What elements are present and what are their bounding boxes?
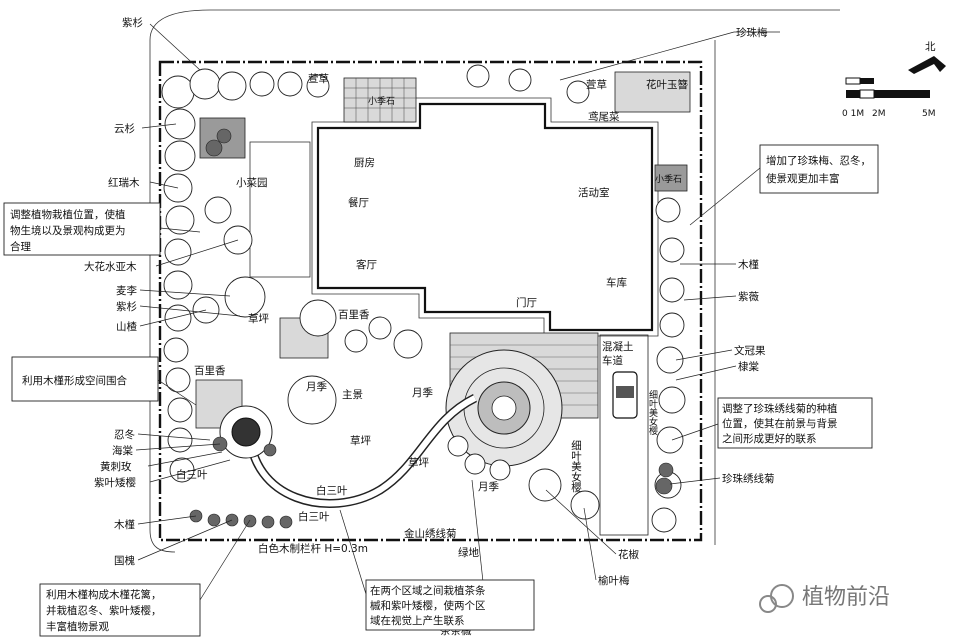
svg-text:合理: 合理 (10, 240, 31, 253)
yueji-label-2: 月季 (478, 481, 499, 493)
plan-labels: 厨房 餐厅 客厅 活动室 车库 门厅 小菜园 混凝土 车道 萱草 萱草 花叶玉簪… (176, 73, 688, 559)
svg-text:利用木槿形成空间围合: 利用木槿形成空间围合 (22, 374, 127, 387)
svg-text:在两个区域之间栽植茶条: 在两个区域之间栽植茶条 (370, 584, 486, 597)
watermark-text: 植物前沿 (802, 585, 890, 610)
callout-dahua: 大花水亚木 (84, 260, 137, 273)
svg-text:并栽植忍冬、紫叶矮樱，: 并栽植忍冬、紫叶矮樱， (46, 604, 162, 617)
xuancao-label-1: 萱草 (308, 73, 329, 85)
baiyisi-label-3: 白三叶 (316, 484, 348, 497)
site-boundary (158, 60, 703, 542)
room-kitchen: 厨房 (354, 156, 375, 169)
callout-lengtang: 棣棠 (738, 360, 759, 373)
room-dining: 餐厅 (348, 196, 369, 209)
baili-label-1: 百里香 (338, 309, 370, 321)
callout-ziyan2: 紫杉 (116, 300, 137, 313)
note-box-left-3: 利用木槿构成木槿花篱， 并栽植忍冬、紫叶矮樱， 丰富植物景观 (39, 519, 251, 637)
note-box-bottom: 在两个区域之间栽植茶条 槭和紫叶矮樱，使两个区 域在视觉上产生联系 (339, 509, 535, 631)
callout-ziyan: 紫杉 (122, 16, 143, 29)
left-callouts: 紫杉 云杉 红瑞木 大花水亚木 麦李 紫杉 山楂 忍冬 海棠 黄刺玫 紫叶矮樱 … (84, 16, 241, 567)
svg-text:槭和紫叶矮樱，使两个区: 槭和紫叶矮樱，使两个区 (370, 599, 486, 612)
note-box-right-2: 调整了珍珠绣线菊的种植 位置，使其在前景与背景 之间形成更好的联系 (671, 397, 873, 449)
callout-guohuai: 国槐 (114, 554, 135, 567)
svg-text:增加了珍珠梅、忍冬，: 增加了珍珠梅、忍冬， (766, 154, 871, 167)
right-small-stone (654, 164, 688, 192)
callout-huangcimei: 黄刺玫 (100, 460, 132, 473)
svg-text:位置，使其在前景与背景: 位置，使其在前景与背景 (722, 417, 838, 430)
zhujing-label: 主景 (342, 389, 363, 401)
note-box-left-2: 利用木槿形成空间围合 (11, 356, 197, 406)
north-arrow: 北 (908, 41, 946, 74)
callout-mujin-left: 木槿 (114, 518, 135, 531)
svg-text:利用木槿构成木槿花篱，: 利用木槿构成木槿花篱， (46, 588, 162, 601)
yueji-label-1: 月季 (412, 387, 433, 399)
callout-shanzha: 山楂 (116, 320, 137, 333)
caoping-label-2: 草坪 (408, 456, 429, 469)
svg-text:丰富植物景观: 丰富植物景观 (46, 620, 109, 633)
callout-yelihuayemei: 榆叶梅 (598, 574, 630, 587)
xiaojishi-label-2: 小季石 (655, 173, 682, 185)
driveway-label: 车道 (602, 354, 623, 367)
shrub-masses (189, 128, 674, 529)
scale-label-0: 0 1M (842, 109, 864, 119)
xuancao-label-2: 萱草 (586, 79, 607, 91)
callout-zhenzhuxiuxianju: 珍珠绣线菊 (722, 472, 775, 485)
room-activity: 活动室 (578, 186, 610, 199)
top-right-planter (614, 71, 691, 113)
callout-rendong: 忍冬 (114, 428, 135, 441)
scale-label-2: 2M (872, 109, 886, 119)
veg-garden-label: 小菜园 (236, 177, 268, 189)
callout-ziyeaiying: 紫叶矮樱 (94, 476, 136, 489)
svg-text:北: 北 (925, 41, 936, 53)
baiyisi-label-1: 白三叶 (176, 468, 208, 481)
callout-wenguanguo: 文冠果 (734, 344, 766, 357)
yueji-label-3: 月季 (306, 381, 327, 393)
fence-label: 白色木制栏杆 H=0.3m (258, 542, 368, 555)
svg-text:调整了珍珠绣线菊的种植: 调整了珍珠绣线菊的种植 (722, 402, 838, 415)
room-entrance: 门厅 (516, 296, 537, 309)
scale-label-5: 5M (922, 109, 936, 119)
jinshan-label: 金山绣线菊 (404, 527, 457, 540)
baiyisi-label-2: 白三叶 (298, 510, 330, 523)
callout-haitang: 海棠 (112, 444, 133, 457)
callout-yuncha: 云杉 (114, 122, 135, 135)
callout-mujin-right: 木槿 (738, 258, 759, 271)
callout-maili: 麦李 (116, 284, 137, 297)
svg-text:使景观更加丰富: 使景观更加丰富 (766, 172, 840, 185)
svg-text:域在视觉上产生联系: 域在视觉上产生联系 (370, 614, 465, 627)
caoping-label-1: 草坪 (350, 434, 371, 447)
caoping-label-3: 草坪 (248, 312, 269, 325)
xiyemeinvying-label-v: 细叶美女樱 (647, 389, 658, 436)
huayeyuzan-label: 花叶玉簪 (646, 78, 688, 91)
veg-garden-bed (249, 141, 311, 278)
callout-huajiao: 花椒 (618, 548, 639, 561)
xiyemeinvying-label: 细叶美女樱 (570, 439, 582, 493)
lvdi-label: 绿地 (458, 546, 479, 559)
scale-bar: 0 1M 2M 5M (842, 77, 936, 119)
baili-label-2: 百里香 (194, 365, 226, 377)
room-garage: 车库 (606, 276, 627, 289)
note-box-right-1: 增加了珍珠梅、忍冬， 使景观更加丰富 (689, 144, 879, 226)
svg-text:之间形成更好的联系: 之间形成更好的联系 (722, 432, 817, 445)
svg-text:物生境以及景观构成更为: 物生境以及景观构成更为 (10, 224, 126, 237)
svg-text:调整植物栽植位置，使植: 调整植物栽植位置，使植 (10, 208, 126, 221)
note-box-left-1: 调整植物栽植位置，使植 物生境以及景观构成更为 合理 (3, 202, 201, 256)
driveway (599, 334, 649, 536)
yidouxue-label: 鸢尾菜 (588, 110, 620, 123)
xiaojishi-label-1: 小季石 (368, 95, 395, 107)
callout-ziwei: 紫薇 (738, 291, 759, 303)
room-living: 客厅 (356, 258, 377, 271)
watermark: 植物前沿 (759, 584, 890, 613)
callout-hongruimu: 红瑞木 (108, 176, 140, 189)
callout-zhenzhumei: 珍珠梅 (736, 26, 768, 39)
concrete-label: 混凝土 (602, 340, 634, 353)
